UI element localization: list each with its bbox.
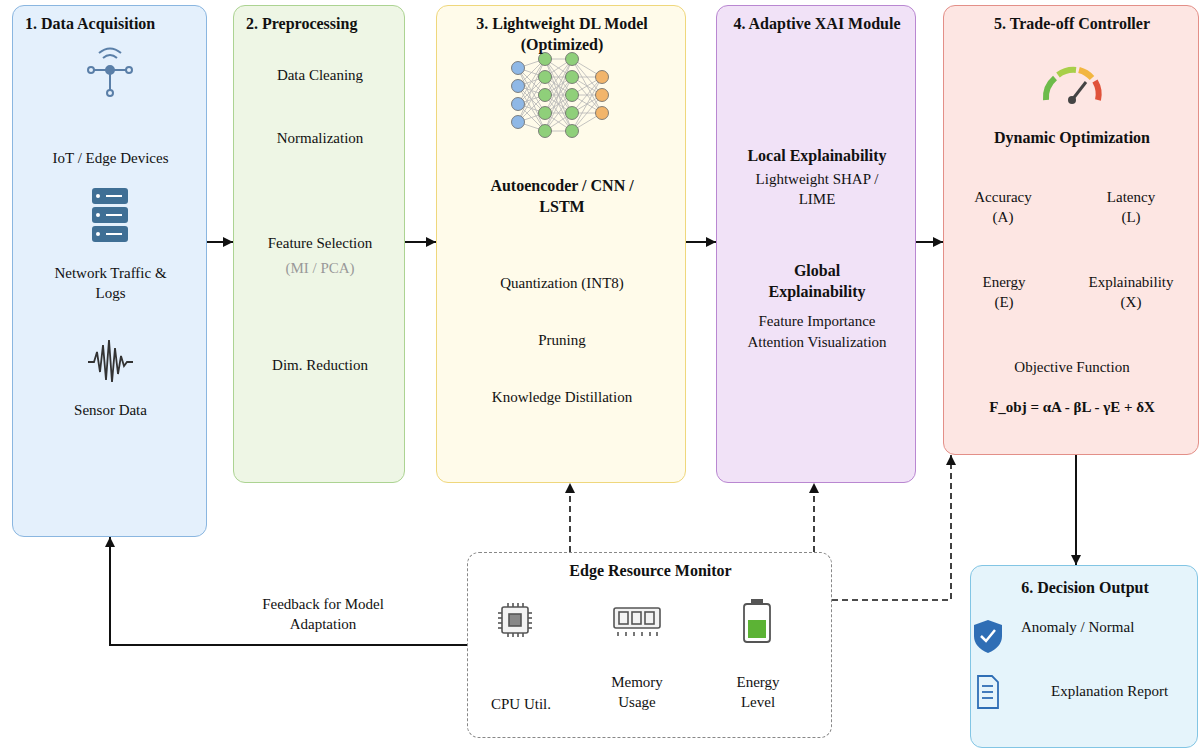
box-heading: 6. Decision Output <box>981 578 1189 599</box>
connector-arrow <box>686 237 716 247</box>
stage-box: 2. PreprocessingData CleaningNormalizati… <box>233 5 405 483</box>
gauge-icon <box>1046 70 1099 104</box>
box-text: Data Cleaning <box>240 66 400 86</box>
box-text: Anomaly / Normal <box>1021 618 1191 638</box>
connector-arrow <box>809 483 819 552</box>
box-text: Energy Level <box>723 673 793 712</box>
waveform-icon <box>88 340 133 382</box>
connector-arrow <box>1071 455 1081 565</box>
box-heading: 1. Data Acquisition <box>25 14 200 35</box>
box-text: CPU Util. <box>481 695 561 715</box>
box-text: Quantization (INT8) <box>447 274 677 294</box>
box-heading: Edge Resource Monitor <box>478 561 823 582</box>
box-text: Explanation Report <box>1051 682 1191 702</box>
battery-icon <box>744 599 770 642</box>
connector-arrow <box>207 237 233 247</box>
box-text: Energy (E) <box>974 273 1034 312</box>
report-icon <box>978 676 998 708</box>
box-heading: 5. Trade-off Controller <box>954 14 1190 35</box>
connector-arrow <box>405 237 436 247</box>
box-text: Dynamic Optimization <box>954 128 1190 149</box>
box-text: Objective Function <box>954 358 1190 378</box>
box-text: Global Explainability <box>757 261 877 303</box>
neural-network-picture <box>512 53 609 138</box>
iot-icon <box>88 49 132 97</box>
connector-arrow <box>105 537 467 645</box>
box-text: Explainability (X) <box>1085 273 1177 312</box>
box-text: F_obj = αA - βL - γE + δX <box>952 398 1192 418</box>
box-heading: 4. Adaptive XAI Module <box>732 14 902 35</box>
connector-arrow <box>916 237 943 247</box>
box-text: Dim. Reduction <box>240 356 400 376</box>
box-text: Autoencoder / CNN / LSTM <box>472 176 652 218</box>
box-text: Normalization <box>240 129 400 149</box>
server-icon <box>92 188 128 242</box>
stage-box: 6. Decision OutputAnomaly / NormalExplan… <box>970 565 1198 748</box>
edge-label: Feedback for Model Adaptation <box>228 595 418 634</box>
box-text: Feature Selection <box>240 234 400 254</box>
box-text: Feature Importance <box>722 312 912 332</box>
shield-icon <box>974 620 1002 653</box>
box-text: Lightweight SHAP / LIME <box>747 170 887 209</box>
box-text: Knowledge Distillation <box>447 388 677 408</box>
box-text: Pruning <box>447 331 677 351</box>
box-text: Network Traffic & Logs <box>43 264 178 303</box>
box-text: Attention Visualization <box>747 333 887 353</box>
box-heading: 3. Lightweight DL Model (Optimized) <box>447 14 677 56</box>
cpu-icon <box>498 603 532 637</box>
box-text: Local Explainability <box>722 146 912 167</box>
box-text: Sensor Data <box>23 401 198 421</box>
box-text: Latency (L) <box>1100 188 1162 227</box>
stage-box: 4. Adaptive XAI ModuleLocal Explainabili… <box>716 5 916 483</box>
connector-arrow <box>565 483 575 552</box>
monitor-box: Edge Resource MonitorCPU Util. Memory Usa… <box>467 552 832 738</box>
connector-arrow <box>832 455 956 600</box>
box-text: (MI / PCA) <box>240 259 400 279</box>
box-text: Accuracy (A) <box>968 188 1038 227</box>
box-text: IoT / Edge Devices <box>23 149 198 169</box>
box-heading: 2. Preprocessing <box>246 14 396 35</box>
box-text: Memory Usage <box>597 673 677 712</box>
memory-icon <box>614 608 660 636</box>
